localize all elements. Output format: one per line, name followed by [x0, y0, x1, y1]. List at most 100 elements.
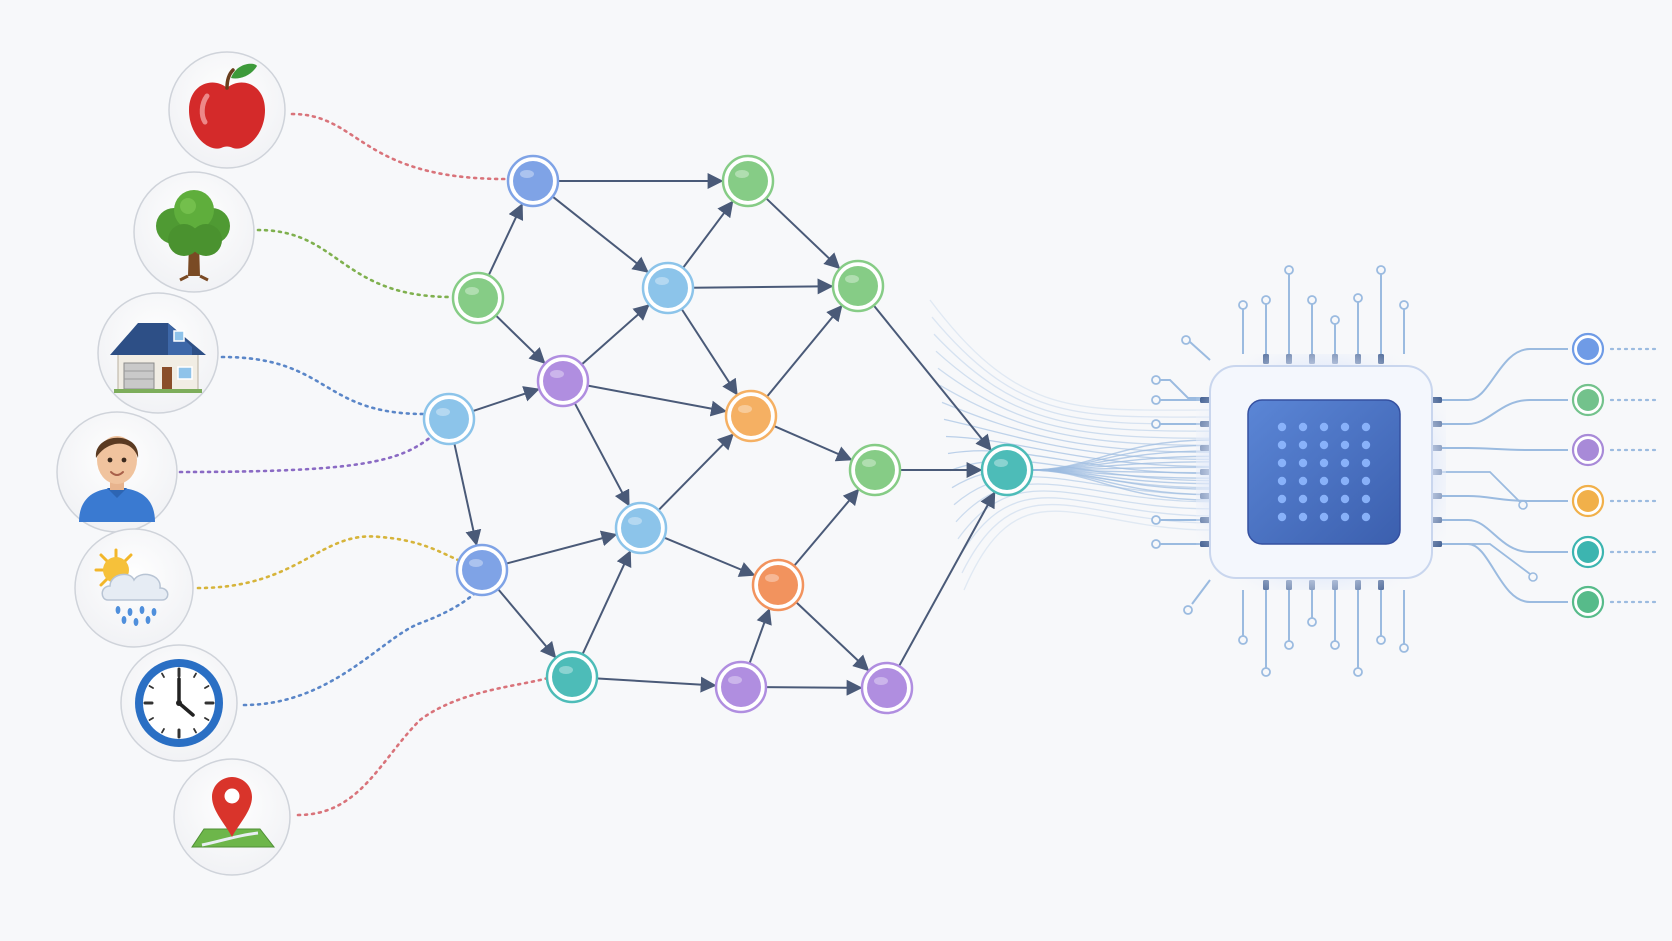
chip-dot: [1298, 422, 1308, 432]
chip-trace-end: [1307, 617, 1317, 627]
chip-dot: [1319, 458, 1329, 468]
chip-trace-end: [1284, 640, 1294, 650]
graph-node: [545, 650, 599, 704]
graph-edge: [657, 433, 734, 512]
chip-dot: [1298, 512, 1308, 522]
output-node: [1571, 433, 1605, 467]
graph-edge: [764, 196, 841, 270]
chip-dot: [1298, 440, 1308, 450]
chip-processor: [1151, 265, 1538, 677]
chip-dot: [1361, 440, 1371, 450]
graph-node: [751, 558, 805, 612]
graph-node: [831, 259, 885, 313]
graph-edge: [764, 679, 863, 696]
chip-traces: [1151, 265, 1538, 677]
chip-dot: [1319, 440, 1329, 450]
chip-trace-end: [1261, 295, 1271, 305]
chip-dot: [1319, 494, 1329, 504]
fan-line: [935, 350, 1211, 432]
link-house: [220, 355, 426, 416]
fan-line: [939, 384, 1211, 446]
fan-out-lines: [929, 299, 1211, 591]
person-icon: [56, 411, 178, 533]
chip-dot: [1361, 458, 1371, 468]
chip-dot: [1277, 512, 1287, 522]
chip-trace-end: [1307, 295, 1317, 305]
graph-edge: [487, 203, 524, 277]
fan-line: [929, 299, 1211, 411]
graph-node: [536, 354, 590, 408]
chip-dot: [1277, 440, 1287, 450]
graph-edge: [680, 307, 738, 396]
output-trace: [1442, 543, 1568, 603]
chip-dot: [1340, 494, 1350, 504]
fan-line: [945, 435, 1211, 468]
graph-edge: [496, 587, 557, 659]
chip-dot: [1361, 494, 1371, 504]
chip-dot: [1361, 422, 1371, 432]
chip-dot: [1277, 458, 1287, 468]
output-node: [1571, 585, 1605, 619]
link-weather: [196, 535, 460, 590]
graph-edge: [580, 304, 650, 366]
graph-edge: [453, 442, 482, 547]
graph-edge: [494, 314, 546, 364]
chip-dot: [1298, 458, 1308, 468]
graph-edge: [772, 424, 853, 462]
graph-edge: [471, 386, 540, 413]
graph-edge: [551, 195, 649, 273]
fan-line: [941, 401, 1211, 454]
chip-trace-end: [1238, 300, 1248, 310]
chip-trace-end: [1353, 293, 1363, 303]
chip-dot: [1277, 476, 1287, 486]
graph-node: [860, 661, 914, 715]
chip-trace-end: [1238, 635, 1248, 645]
graph-node: [506, 154, 560, 208]
output-node: [1571, 383, 1605, 417]
link-clock: [242, 592, 476, 707]
graph-node: [641, 261, 695, 315]
graph-node: [614, 501, 668, 555]
graph-node: [724, 389, 778, 443]
output-trace: [1442, 519, 1568, 553]
concept-links: [178, 112, 550, 817]
graph-edge: [897, 491, 996, 668]
weather-icon: [74, 528, 194, 648]
fan-line: [957, 490, 1211, 540]
fan-line: [937, 367, 1211, 439]
chip-dot: [1277, 422, 1287, 432]
fan-line: [1029, 469, 1211, 501]
graph-edge: [595, 676, 717, 693]
graph-edge: [662, 536, 756, 577]
map-pin-icon: [173, 758, 291, 876]
fan-line: [963, 510, 1211, 591]
chip-dot-matrix: [1277, 422, 1371, 522]
chip-dot: [1340, 458, 1350, 468]
chip-dot: [1298, 476, 1308, 486]
concept-icons: [56, 51, 291, 876]
link-apple: [290, 112, 507, 181]
chip-dot: [1340, 440, 1350, 450]
graph-node: [721, 154, 775, 208]
apple-icon: [168, 51, 286, 169]
clock-icon: [120, 644, 238, 762]
chip-dot: [1319, 476, 1329, 486]
chip-trace-end: [1330, 315, 1340, 325]
chip-trace-end: [1330, 640, 1340, 650]
graph-nodes: [422, 154, 1034, 715]
graph-edge: [691, 278, 834, 295]
graph-edge: [681, 200, 734, 270]
chip-dot: [1361, 476, 1371, 486]
graph-node: [422, 392, 476, 446]
graph-node: [848, 443, 902, 497]
fan-line: [959, 497, 1211, 557]
output-trace: [1442, 447, 1568, 451]
chip-trace-end: [1376, 265, 1386, 275]
output-trace: [1442, 495, 1568, 502]
graph-edge: [581, 550, 632, 656]
link-tree: [256, 228, 454, 299]
graph-node: [714, 660, 768, 714]
graph-edge: [765, 304, 843, 399]
